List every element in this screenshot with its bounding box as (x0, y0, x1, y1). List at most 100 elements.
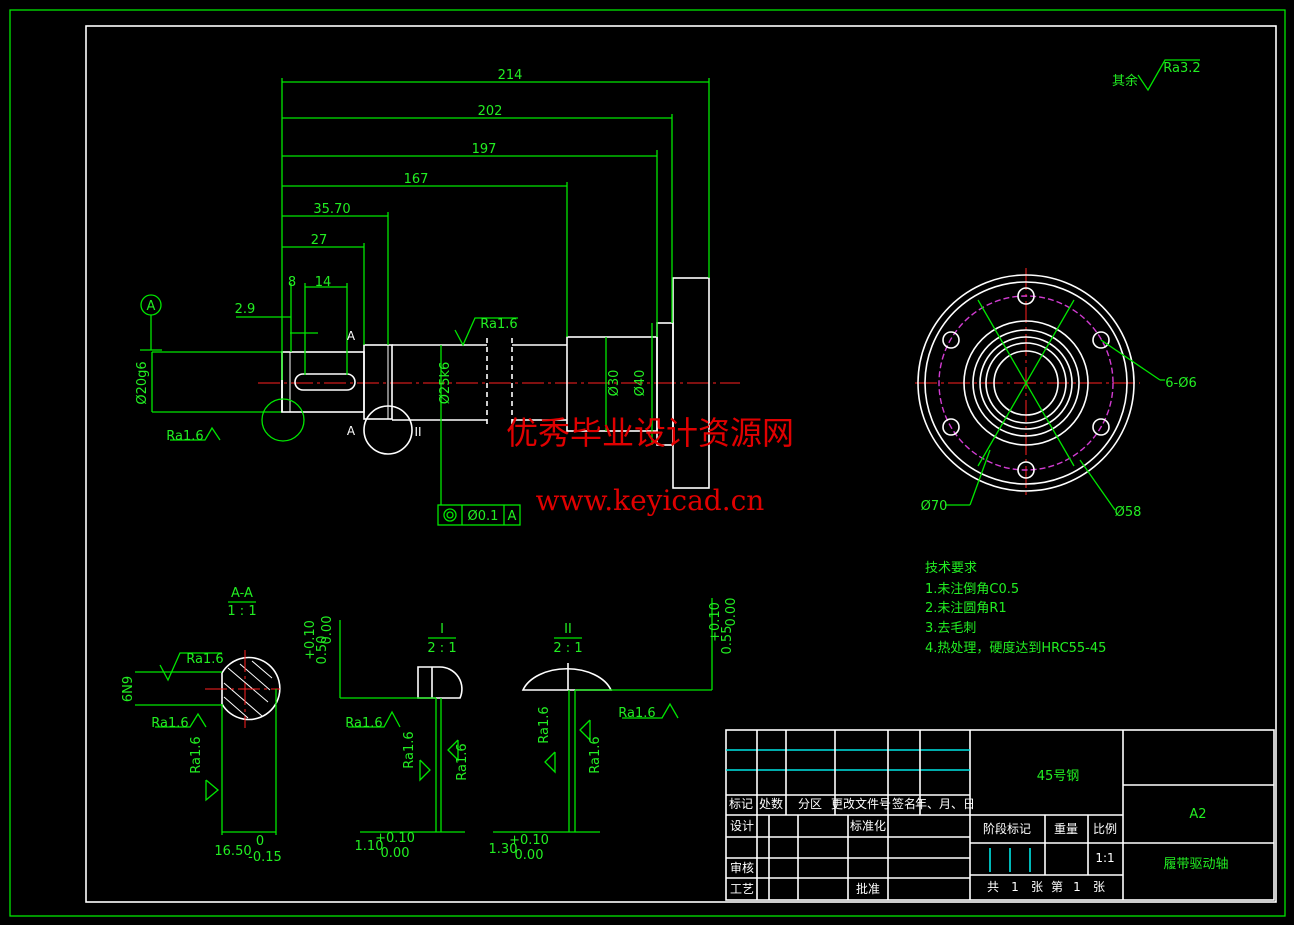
detail-ii-title: II (564, 622, 572, 637)
tb-total-n: 1 (1011, 880, 1019, 894)
tb-sheets2: 张 (1093, 880, 1105, 894)
roughness-ii-top: Ra1.6 (618, 706, 655, 721)
length-dimensions (236, 78, 710, 380)
tb-header-5: 年、月、日 (915, 797, 975, 811)
section-mark-a-bottom: A (347, 424, 356, 438)
roughness-ra16-shaft: Ra1.6 (480, 317, 517, 332)
dim-1-30-upper: +0.10 (509, 833, 549, 848)
roughness-i-right: Ra1.6 (455, 743, 470, 780)
dim-2-9: 2.9 (235, 302, 256, 317)
tb-scale-label: 比例 (1093, 822, 1117, 836)
dim-0-55-lower: 0.00 (724, 598, 739, 627)
dim-16-upper: 0 (256, 834, 264, 849)
tb-header-3: 更改文件号 (831, 796, 891, 811)
detail-i-circle (261, 398, 305, 442)
roughness-aa-bottom: Ra1.6 (189, 736, 204, 773)
tb-header-0: 标记 (729, 797, 753, 811)
dim-phi25k6: Ø25k6 (438, 362, 453, 405)
dim-197: 197 (472, 142, 497, 157)
tb-header-4: 签名 (892, 796, 916, 811)
tb-design: 设计 (730, 819, 754, 833)
detail-ii-view (493, 598, 713, 833)
tech-req-title: 技术要求 (925, 561, 977, 576)
geometric-tolerance-frame (437, 504, 521, 526)
detail-ii-scale: 2 : 1 (553, 641, 582, 656)
dim-8: 8 (288, 275, 296, 290)
tb-scale-value: 1:1 (1095, 851, 1114, 865)
tech-req-item-4: 4.热处理，硬度达到HRC55-45 (925, 640, 1106, 656)
detail-i-title: I (440, 622, 444, 637)
dim-1-30-lower: 0.00 (515, 848, 544, 863)
tb-approve: 批准 (856, 881, 880, 896)
tb-stage-mark: 阶段标记 (983, 821, 1031, 836)
roughness-ra16-left: Ra1.6 (166, 429, 203, 444)
outer-frame (9, 9, 1286, 917)
dim-1-10: 1.10 (355, 839, 384, 854)
dim-0-50-lower: 0.00 (320, 616, 335, 645)
title-block (725, 729, 1275, 901)
dim-0-55-upper: +0.10 (708, 602, 723, 642)
shaft-front-view (152, 277, 740, 489)
roughness-ra32: Ra3.2 (1163, 61, 1200, 76)
tb-sheets: 张 (1031, 880, 1043, 894)
tb-material: 45号钢 (1037, 769, 1080, 784)
dim-0-50-upper: +0.10 (303, 620, 318, 660)
inner-frame (85, 25, 1277, 903)
section-aa-title: A-A (231, 586, 253, 601)
dim-phi20g6: Ø20g6 (135, 361, 150, 404)
pitch-circle (938, 295, 1114, 471)
tb-total: 共 (987, 880, 999, 894)
dim-27: 27 (311, 233, 328, 248)
dim-holes: 6-Ø6 (1165, 376, 1196, 391)
tb-standardize: 标准化 (850, 819, 886, 833)
roughness-aa-top: Ra1.6 (186, 652, 223, 667)
section-aa-view (135, 650, 281, 835)
dim-202: 202 (478, 104, 503, 119)
tb-weight: 重量 (1054, 822, 1078, 836)
dim-167: 167 (404, 172, 429, 187)
dim-16-lower: -0.15 (248, 850, 282, 865)
detail-i-view (339, 620, 465, 833)
dim-1-10-upper: +0.10 (375, 831, 415, 846)
roughness-rest-label: 其余 (1112, 73, 1138, 89)
tb-header-2: 分区 (798, 797, 822, 811)
roughness-i-left: Ra1.6 (345, 716, 382, 731)
tolerance-value: Ø0.1 (468, 509, 499, 524)
roughness-ii-right: Ra1.6 (588, 736, 603, 773)
dim-key-width: 6N9 (121, 676, 136, 702)
dim-14: 14 (315, 275, 332, 290)
watermark-line2: www.keyicad.cn (536, 484, 765, 517)
detail-i-scale: 2 : 1 (427, 641, 456, 656)
keyway (294, 373, 356, 391)
bolt-holes (942, 287, 1110, 479)
detail-ii-mark: II (414, 425, 421, 439)
roughness-i-mid: Ra1.6 (402, 731, 417, 768)
tech-req-item-3: 3.去毛刺 (925, 621, 976, 636)
section-aa-scale: 1 : 1 (227, 604, 256, 619)
tb-process: 工艺 (730, 882, 754, 896)
roughness-ii-left: Ra1.6 (537, 706, 552, 743)
tb-part-name: 履带驱动轴 (1163, 857, 1228, 872)
dim-214: 214 (498, 68, 523, 83)
dim-1-10-lower: 0.00 (381, 846, 410, 861)
dim-phi58: Ø58 (1115, 505, 1142, 520)
tb-page: 第 (1051, 880, 1063, 894)
dim-0-50: 0.50 (315, 636, 330, 665)
dim-35-70: 35.70 (313, 202, 350, 217)
dim-phi30: Ø30 (607, 370, 622, 397)
dim-16-50: 16.50 (214, 844, 251, 859)
tb-page-n: 1 (1073, 880, 1081, 894)
dim-phi40: Ø40 (633, 370, 648, 397)
tolerance-datum: A (508, 509, 517, 524)
section-mark-a-top: A (347, 329, 356, 343)
dim-0-55: 0.55 (720, 626, 735, 655)
tb-size: A2 (1189, 807, 1206, 822)
dim-phi70: Ø70 (921, 499, 948, 514)
tb-header-1: 处数 (759, 796, 783, 811)
tb-review: 审核 (730, 860, 754, 875)
tech-req-item-1: 1.未注倒角C0.5 (925, 582, 1019, 597)
flange-side-view (915, 268, 1140, 498)
detail-ii-circle (363, 405, 413, 455)
dim-1-30: 1.30 (489, 842, 518, 857)
